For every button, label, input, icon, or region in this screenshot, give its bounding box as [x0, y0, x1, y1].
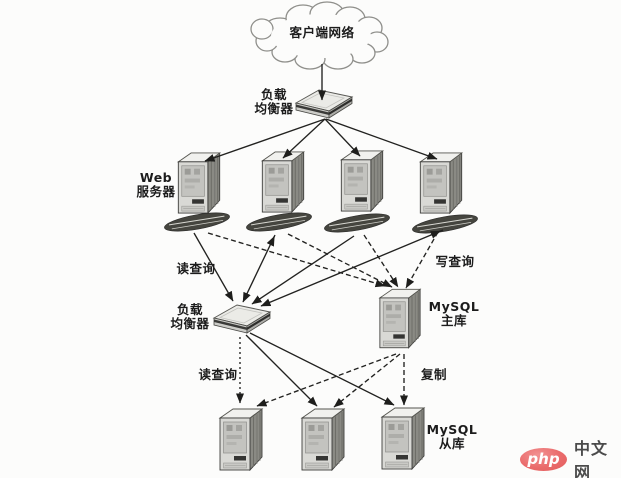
label-line: MySQL [426, 422, 478, 437]
client-network-label: 客户端网络 [289, 25, 355, 40]
mysql-slave-1 [219, 408, 263, 471]
php-logo-text: php [527, 449, 560, 468]
replication-label: 复制 [420, 367, 448, 382]
read-query-upper-label: 读查询 [176, 261, 216, 276]
label-line: MySQL [428, 299, 480, 314]
mysql-slave-3 [381, 407, 425, 470]
load-balancer-mid-label: 负载 均衡器 [170, 303, 209, 331]
mysql-slave-2 [301, 408, 345, 471]
label-line: 负载 [260, 87, 288, 102]
label-line: 主库 [440, 313, 467, 328]
web-server-label: Web 服务器 [136, 171, 175, 199]
web-server-1 [177, 152, 221, 214]
server-shadow-2 [244, 208, 314, 236]
read-query-lower-label: 读查询 [198, 367, 238, 382]
label-line: 从库 [438, 436, 465, 451]
web-server-4 [419, 152, 463, 214]
label-line: 负载 [176, 302, 204, 317]
load-balancer-top-device [295, 89, 353, 119]
client-network-cloud [250, 1, 389, 70]
mysql-slave-label: MySQL 从库 [427, 423, 478, 451]
label-line: 均衡器 [254, 101, 294, 116]
write-query-label: 写查询 [435, 254, 475, 269]
mysql-master-server [379, 288, 421, 349]
server-shadow-3 [322, 209, 392, 237]
load-balancer-mid-device [213, 304, 271, 334]
load-balancer-top-label: 负载 均衡器 [254, 88, 293, 116]
mysql-master-label: MySQL 主库 [429, 300, 480, 328]
label-line: Web [139, 170, 173, 185]
label-line: 均衡器 [170, 316, 210, 331]
watermark-site-name: 中文网 [574, 439, 609, 478]
label-line: 服务器 [136, 184, 176, 199]
php-logo-badge: php [520, 447, 567, 471]
watermark-php-logo: php 中文网 [520, 435, 621, 478]
server-shadow-4 [410, 210, 480, 238]
web-server-3 [340, 150, 384, 212]
connection-arrows [193, 64, 444, 408]
web-server-2 [261, 151, 305, 213]
